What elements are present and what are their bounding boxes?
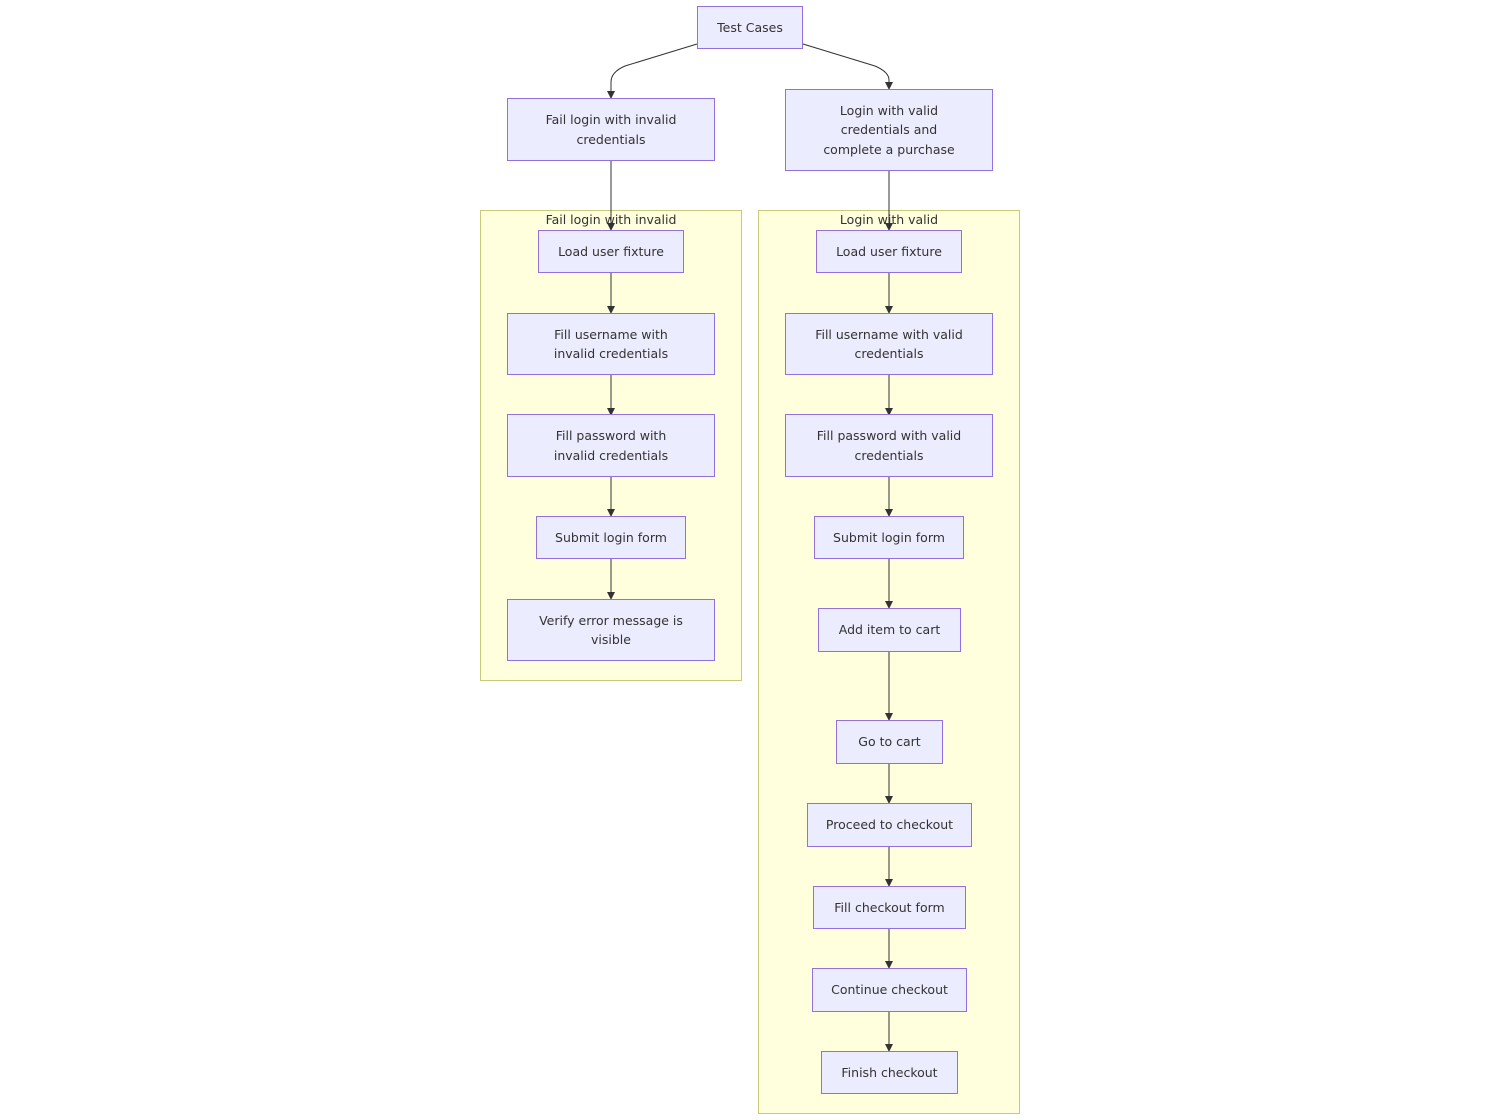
- edge-root-to-invalid-case: [607, 43, 698, 99]
- node-valid-step-6-label: Go to cart: [858, 734, 921, 750]
- node-invalid-step-4-label: Submit login form: [555, 529, 667, 545]
- node-invalid-step-4: Submit login form: [536, 516, 686, 559]
- node-test-cases: Test Cases: [697, 6, 803, 49]
- node-valid-step-4: Submit login form: [814, 516, 964, 559]
- node-valid-step-8-label: Fill checkout form: [834, 899, 945, 915]
- node-valid-step-10-label: Finish checkout: [841, 1064, 938, 1080]
- node-test-cases-label: Test Cases: [717, 19, 783, 35]
- node-valid-step-9-label: Continue checkout: [831, 982, 948, 998]
- node-valid-step-8: Fill checkout form: [813, 886, 966, 929]
- node-invalid-step-1-label: Load user fixture: [558, 243, 664, 259]
- node-valid-step-6: Go to cart: [836, 720, 943, 764]
- node-invalid-case-title-label: Fail login with invalid credentials: [545, 112, 677, 147]
- node-valid-step-2-label: Fill username with valid credentials: [815, 326, 963, 362]
- node-valid-step-3-label: Fill password with valid credentials: [816, 428, 962, 463]
- node-valid-step-2: Fill username with valid credentials: [785, 313, 993, 375]
- node-valid-step-4-label: Submit login form: [833, 529, 945, 545]
- node-valid-step-9: Continue checkout: [812, 968, 967, 1012]
- node-valid-step-1-label: Load user fixture: [836, 243, 942, 259]
- node-valid-case-title-label: Login with valid credentials and complet…: [823, 102, 955, 157]
- node-invalid-step-2: Fill username with invalid credentials: [507, 313, 715, 375]
- node-invalid-step-3: Fill password with invalid credentials: [507, 414, 715, 477]
- node-invalid-step-5: Verify error message is visible: [507, 599, 715, 661]
- node-valid-case-title: Login with valid credentials and complet…: [785, 89, 993, 171]
- node-valid-step-7: Proceed to checkout: [807, 803, 972, 847]
- node-invalid-step-1: Load user fixture: [538, 230, 684, 273]
- node-invalid-step-3-label: Fill password with invalid credentials: [553, 428, 669, 463]
- node-valid-step-3: Fill password with valid credentials: [785, 414, 993, 477]
- node-invalid-case-title: Fail login with invalid credentials: [507, 98, 715, 161]
- node-valid-step-1: Load user fixture: [816, 230, 962, 273]
- node-invalid-step-2-label: Fill username with invalid credentials: [553, 326, 669, 362]
- node-valid-step-5-label: Add item to cart: [838, 622, 941, 638]
- node-valid-step-10: Finish checkout: [821, 1051, 958, 1094]
- node-invalid-step-5-label: Verify error message is visible: [539, 612, 683, 648]
- node-valid-step-7-label: Proceed to checkout: [825, 817, 954, 833]
- edge-root-to-valid-case: [802, 43, 893, 90]
- node-valid-step-5: Add item to cart: [818, 608, 961, 652]
